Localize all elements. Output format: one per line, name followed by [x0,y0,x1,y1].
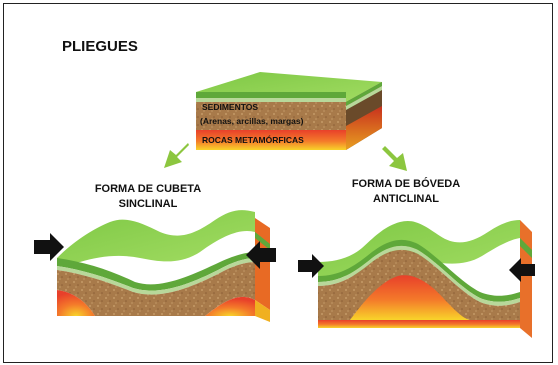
green-arrow-right-icon [382,146,407,171]
block-metamorphic-layer [196,130,346,150]
syncline-metamorphic-left [57,290,95,316]
green-arrow-left-icon [164,143,189,168]
arrow-to-sinclinal [164,143,189,168]
sinclinal-label-line1: FORMA DE CUBETA [95,183,201,195]
syncline-metamorphic-right [205,296,255,316]
sinclinal-label-line2: SINCLINAL [119,198,178,210]
page-title: PLIEGUES [62,38,138,55]
anticlinal-label-line2: ANTICLINAL [373,193,439,205]
anticlinal-label-line1: FORMA DE BÓVEDA [352,177,460,190]
metamorphic-label: ROCAS METAMÓRFICAS [202,134,304,145]
layered-block: SEDIMENTOS (Arenas, arcillas, margas) RO… [196,72,382,150]
compression-arrow-right-icon [246,241,276,269]
anticline-metamorphic-core [350,275,470,320]
block-grass-layer [196,92,346,98]
anticline-block [318,220,532,338]
syncline-top-surface [57,210,255,262]
syncline-block [57,210,270,322]
block-pale-layer [196,98,346,102]
arrow-to-anticlinal [382,146,407,171]
syncline-sediment [57,262,255,316]
block-sediment-layer [196,102,346,130]
compression-arrow-right-icon-2 [509,258,535,282]
compression-arrow-left-icon [34,233,64,261]
compression-arrow-left-icon-2 [298,254,324,278]
sediments-label: SEDIMENTOS [202,102,258,112]
sediments-detail-label: (Arenas, arcillas, margas) [200,116,304,126]
